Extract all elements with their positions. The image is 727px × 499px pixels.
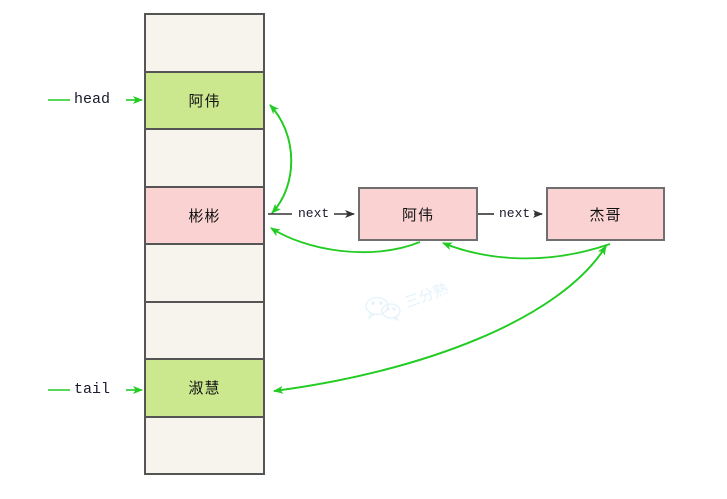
array-slot-1: 阿伟 [146,72,263,130]
list-node-awei: 阿伟 [358,187,478,241]
next-label-2: next [497,206,533,221]
tail-label: tail [74,381,111,398]
array-slot-7 [146,417,263,473]
curve-node-jiege-to-node-awei [442,242,611,260]
curve-binbin-to-awei-head [269,104,293,214]
array-slot-6: 淑慧 [146,360,263,418]
wechat-watermark: 三分熟 [365,279,451,322]
array-slot-4 [146,245,263,303]
watermark-text: 三分熟 [402,279,450,311]
array-slot-5 [146,302,263,360]
curve-awei-to-binbin [269,104,293,214]
array-slot-0 [146,15,263,73]
array-slot-2 [146,130,263,188]
bucket-array: 阿伟 彬彬 淑慧 [144,13,265,475]
list-node-jiege: 杰哥 [546,187,665,241]
head-label: head [74,91,111,108]
array-slot-3: 彬彬 [146,187,263,245]
next-label-1: next [296,206,332,221]
